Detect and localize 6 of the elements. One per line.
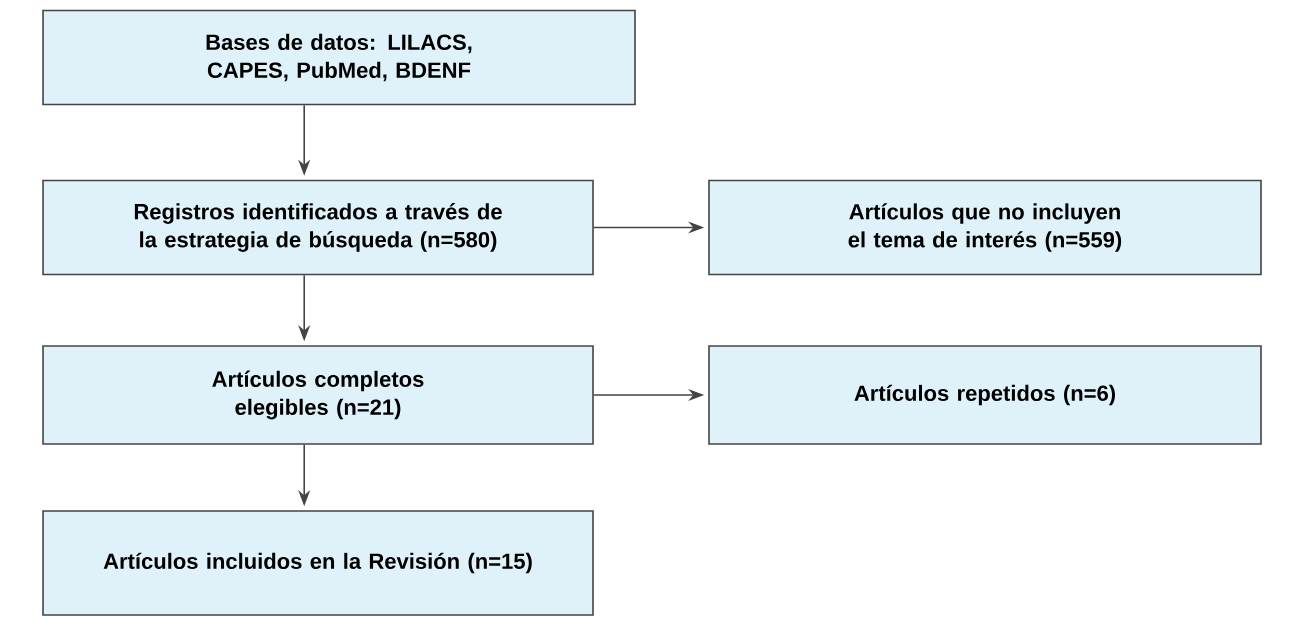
process-box: Artículos incluidos en la Revisión (n=15) [42,510,594,616]
process-box: Bases de datos: LILACS, CAPES, PubMed, BDENF [42,9,636,106]
process-box: Artículos repetidos (n=6) [708,345,1262,445]
process-box: Artículos completos elegibles (n=21) [42,345,594,445]
process-box: Registros identificados a través de la estrategia de búsqueda (n=580) [42,179,594,276]
process-box: Artículos que no incluyen el tema de interés (n=559) [708,179,1262,276]
